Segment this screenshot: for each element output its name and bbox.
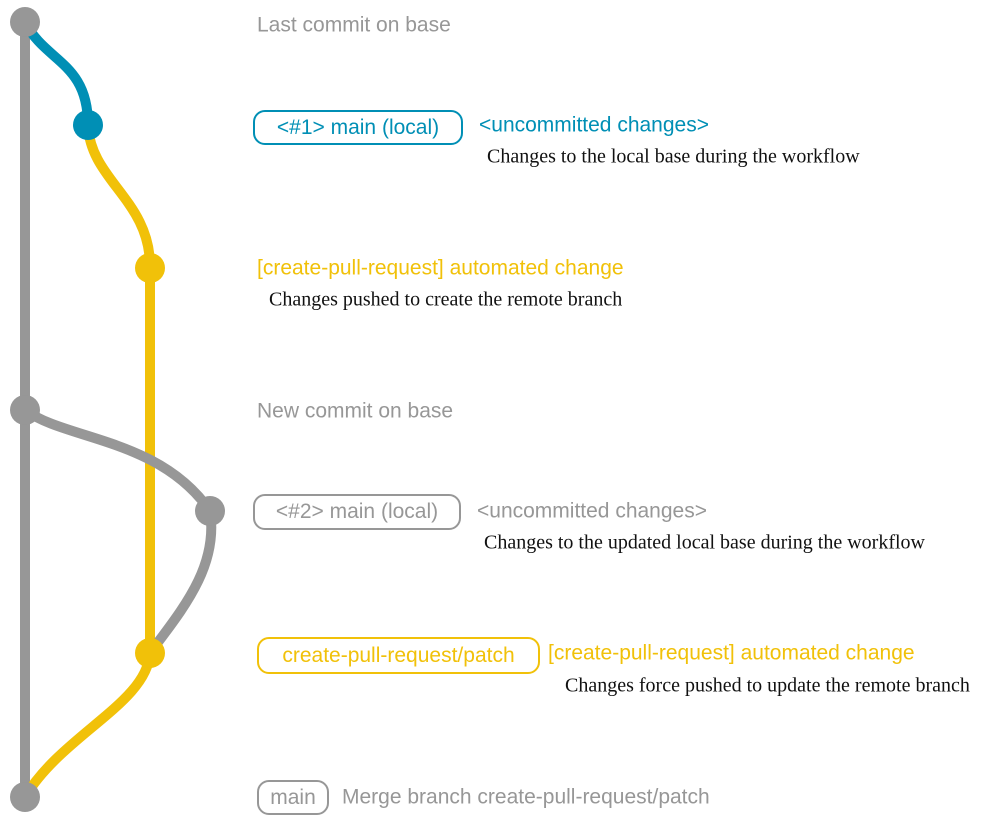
commit-note-main-local-1: Changes to the local base during the wor… (487, 145, 860, 168)
commit-note-main-local-2: Changes to the updated local base during… (484, 531, 925, 554)
create-pull-request-branch-line (20, 120, 155, 802)
branch-tag-main-local-1: <#1> main (local) (253, 110, 463, 145)
commit-dot-base-new (10, 395, 40, 425)
branch-tag-label: <#1> main (local) (276, 115, 440, 139)
branch-tag-label: create-pull-request/patch (282, 643, 515, 667)
commit-message-cpr-automated-1: [create-pull-request] automated change (257, 256, 624, 280)
commit-message-main-local-1: <uncommitted changes> (479, 113, 709, 137)
branch-tag-label: <#2> main (local) (275, 500, 439, 523)
local-main-2-branch-line (20, 405, 217, 658)
branch-tag-main: main (257, 780, 329, 815)
commit-note-cpr-automated-2: Changes force pushed to update the remot… (565, 674, 970, 697)
commit-dot-main-local-1 (73, 110, 103, 140)
commit-message-cpr-automated-2: [create-pull-request] automated change (548, 641, 915, 665)
commit-dot-cpr-automated-2 (135, 638, 165, 668)
commit-dot-main-local-2 (195, 496, 225, 526)
commit-note-cpr-automated-1: Changes pushed to create the remote bran… (269, 288, 623, 311)
local-main-1-branch-line (20, 17, 93, 130)
commit-dot-cpr-automated-1 (135, 253, 165, 283)
branch-tag-label: main (270, 785, 316, 809)
commit-dot-base-tip (10, 7, 40, 37)
commit-message-base-new: New commit on base (257, 399, 454, 423)
commit-message-merge: Merge branch create-pull-request/patch (342, 785, 710, 809)
branch-tag-create-pull-request-patch: create-pull-request/patch (257, 637, 540, 674)
branch-tag-main-local-2: <#2> main (local) (253, 494, 461, 530)
commit-message-main-local-2: <uncommitted changes> (477, 499, 707, 523)
git-graph-svg (10, 7, 225, 812)
commit-dot-merge (10, 782, 40, 812)
commit-message-base-tip: Last commit on base (257, 13, 451, 37)
